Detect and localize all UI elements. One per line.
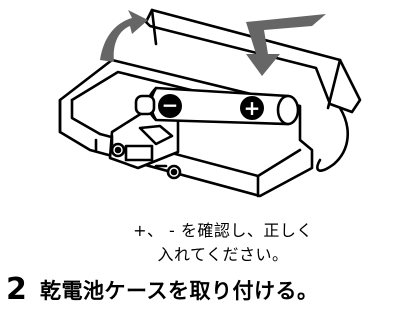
svg-text:+: + (244, 96, 261, 120)
caption-line-2: 入れてください。 (157, 245, 289, 264)
battery-plus-mark: + (240, 96, 264, 120)
step-instruction: 乾電池ケースを取り付ける。 (40, 279, 319, 303)
bent-down-arrow-icon (246, 14, 326, 76)
battery-minus-mark: − (158, 93, 182, 118)
step-number: 2 (6, 272, 27, 307)
curved-arrow-icon (100, 10, 148, 62)
battery-case-illustration: − + (58, 8, 362, 198)
caption-line-1: +、 - を確認し、正しく (133, 221, 313, 240)
svg-text:−: − (162, 93, 179, 117)
battery-case-body (58, 58, 314, 198)
battery-case-lid (144, 8, 362, 114)
